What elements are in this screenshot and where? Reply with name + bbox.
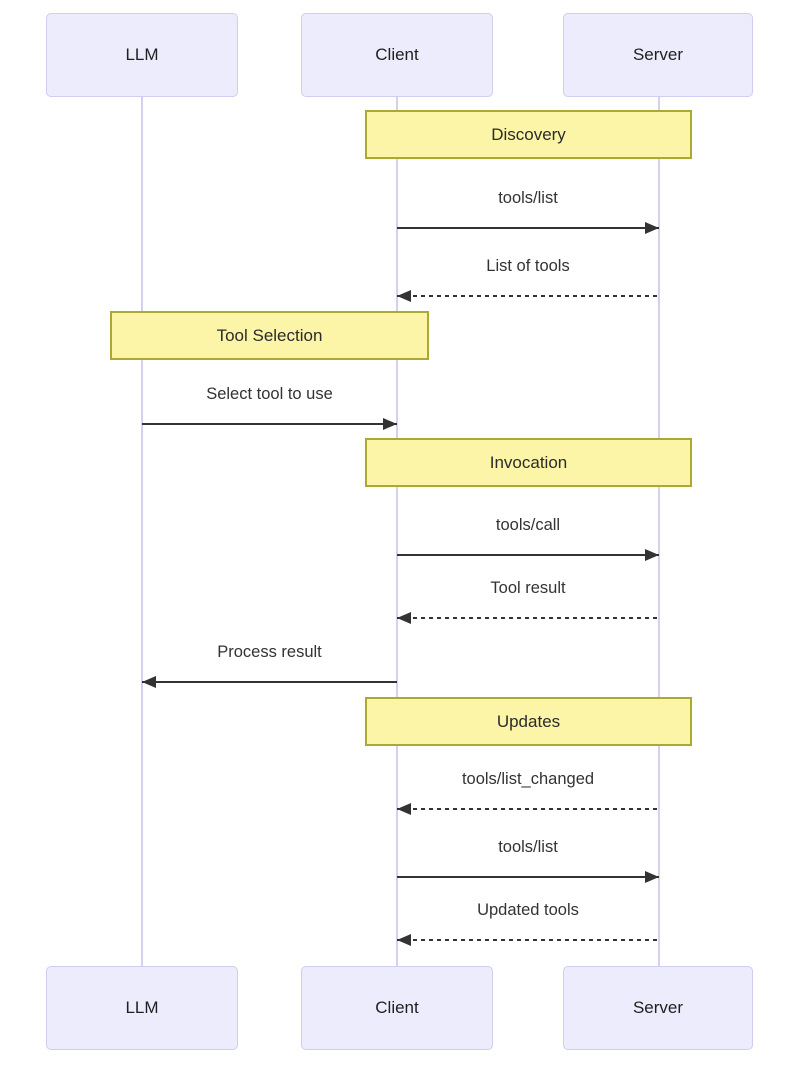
actor-top-client: Client xyxy=(301,13,493,97)
note-label: Invocation xyxy=(489,452,568,472)
lifeline-client xyxy=(396,97,398,967)
note-updates: Updates xyxy=(365,697,692,746)
note-label: Updates xyxy=(496,711,561,731)
actor-bottom-client: Client xyxy=(301,966,493,1050)
message-arrow-solid xyxy=(142,418,397,430)
message-tools-list-1: tools/list xyxy=(397,186,659,236)
arrowhead-right-icon xyxy=(645,549,659,561)
message-list-of-tools: List of tools xyxy=(397,254,659,304)
message-updated-tools: Updated tools xyxy=(397,898,659,948)
actor-top-llm: LLM xyxy=(46,13,238,97)
message-label: Process result xyxy=(217,643,322,661)
message-label: tools/list xyxy=(498,189,558,207)
actor-label: Server xyxy=(632,998,684,1017)
arrowhead-left-icon xyxy=(397,934,411,946)
message-label: Select tool to use xyxy=(206,385,333,403)
message-tools-list-2: tools/list xyxy=(397,835,659,885)
message-arrow-dashed xyxy=(397,612,659,624)
arrowhead-left-icon xyxy=(397,612,411,624)
arrowhead-left-icon xyxy=(142,676,156,688)
arrowhead-right-icon xyxy=(645,871,659,883)
actor-top-server: Server xyxy=(563,13,753,97)
message-label: List of tools xyxy=(486,257,570,275)
actor-label: Client xyxy=(375,998,419,1017)
arrowhead-left-icon xyxy=(397,290,411,302)
message-arrow-dashed xyxy=(397,290,659,302)
note-discovery: Discovery xyxy=(365,110,692,159)
message-label: Updated tools xyxy=(477,901,579,919)
message-tool-result: Tool result xyxy=(397,576,659,626)
note-label: Discovery xyxy=(491,124,566,144)
actor-label: LLM xyxy=(125,998,159,1017)
message-tools-list-changed: tools/list_changed xyxy=(397,767,659,817)
message-label: tools/list xyxy=(498,838,558,856)
arrowhead-right-icon xyxy=(645,222,659,234)
arrowhead-right-icon xyxy=(383,418,397,430)
arrowhead-left-icon xyxy=(397,803,411,815)
message-tools-call: tools/call xyxy=(397,513,659,563)
note-label: Tool Selection xyxy=(216,325,323,345)
actor-label: LLM xyxy=(125,45,159,64)
lifeline-server xyxy=(658,97,660,967)
message-process-result: Process result xyxy=(142,640,397,690)
actor-label: Client xyxy=(375,45,419,64)
message-arrow-solid xyxy=(142,676,397,688)
message-arrow-solid xyxy=(397,549,659,561)
message-label: Tool result xyxy=(490,579,566,597)
actor-bottom-llm: LLM xyxy=(46,966,238,1050)
message-label: tools/call xyxy=(495,516,561,534)
message-arrow-solid xyxy=(397,222,659,234)
message-arrow-solid xyxy=(397,871,659,883)
message-arrow-dashed xyxy=(397,934,659,946)
message-select-tool: Select tool to use xyxy=(142,382,397,432)
message-arrow-dashed xyxy=(397,803,659,815)
message-label: tools/list_changed xyxy=(461,770,595,788)
note-invocation: Invocation xyxy=(365,438,692,487)
note-tool-selection: Tool Selection xyxy=(110,311,429,360)
actor-label: Server xyxy=(632,45,684,64)
lifeline-llm xyxy=(141,97,143,967)
actor-bottom-server: Server xyxy=(563,966,753,1050)
